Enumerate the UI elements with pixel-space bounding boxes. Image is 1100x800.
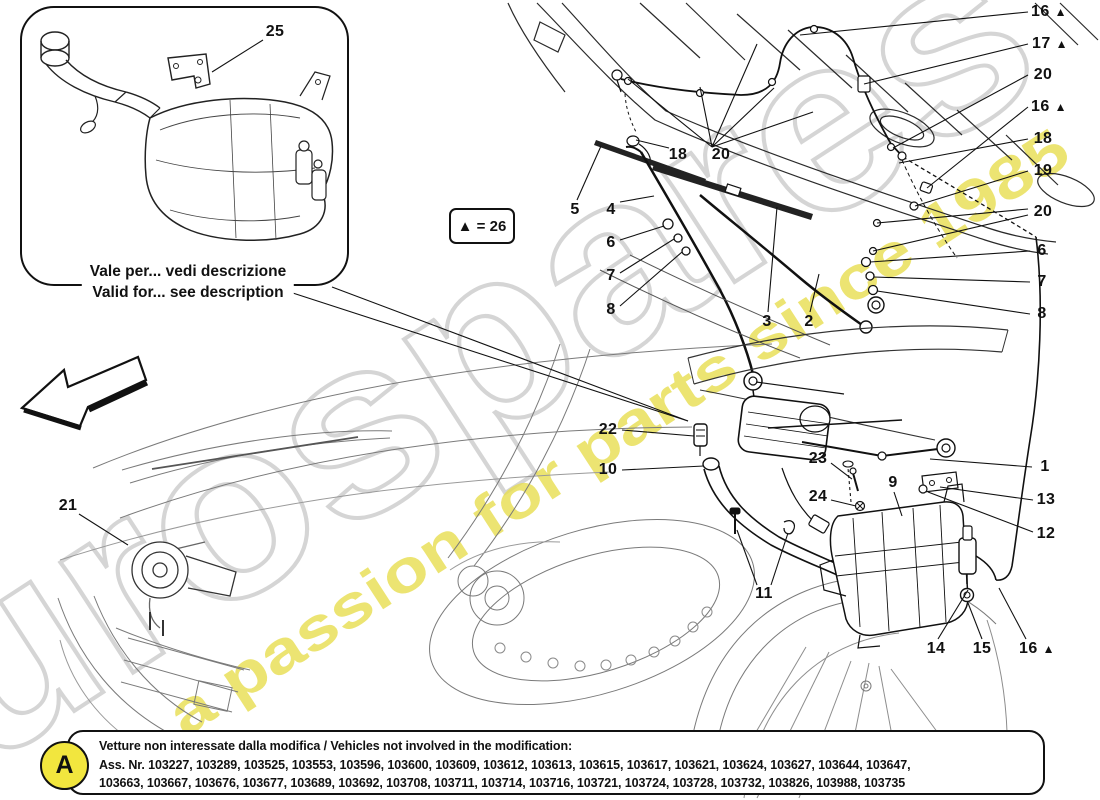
callout-20: 20	[1033, 203, 1053, 220]
wiper-motor-art	[687, 325, 1009, 586]
callout-17: 17▲	[1032, 35, 1068, 52]
callout-23: 23	[808, 450, 828, 467]
callout-10: 10	[598, 461, 618, 478]
callout-8: 8	[1037, 305, 1047, 322]
bonnet-art	[507, 2, 1099, 255]
triangle-marker-icon: ▲	[1055, 37, 1068, 51]
callout-8: 8	[606, 301, 616, 318]
footer-note-serials-1: Ass. Nr. 103227, 103289, 103525, 103553,…	[99, 757, 911, 772]
car-body-art	[57, 343, 1008, 799]
callout-1: 1	[1040, 458, 1050, 475]
callout-22: 22	[598, 421, 618, 438]
modification-badge: A	[40, 741, 89, 790]
callout-18: 18	[668, 146, 688, 163]
callout-11: 11	[755, 585, 773, 602]
inset-note-line-en: Valid for... see description	[92, 284, 284, 301]
inset-validity-note: Vale per... vedi descrizione Valid for..…	[81, 261, 295, 303]
callout-21: 21	[58, 497, 78, 514]
washer-bottle-art	[729, 460, 997, 649]
triangle-marker-icon: ▲	[1054, 100, 1067, 114]
washer-tubing-art	[611, 24, 1042, 581]
callout-6: 6	[606, 234, 616, 251]
modification-badge-letter: A	[55, 751, 74, 779]
callout-16: 16▲	[1019, 640, 1055, 657]
callout-24: 24	[808, 488, 828, 505]
callout-20: 20	[711, 146, 731, 163]
legend-box: ▲ = 26	[449, 208, 515, 244]
callout-5: 5	[570, 201, 580, 218]
triangle-marker-icon: ▲	[1054, 5, 1067, 19]
callout-13: 13	[1036, 491, 1056, 508]
footer-note-serials-2: 103663, 103667, 103676, 103677, 103689, …	[99, 776, 906, 790]
inset-note-line-it: Vale per... vedi descrizione	[89, 263, 287, 280]
callout-6: 6	[1037, 242, 1047, 259]
horn-art	[131, 541, 237, 636]
callout-25: 25	[265, 23, 285, 40]
callout-12: 12	[1036, 525, 1056, 542]
callout-16: 16▲	[1031, 98, 1067, 115]
callout-4: 4	[606, 201, 616, 218]
leader-lines	[78, 11, 1034, 640]
callout-7: 7	[1037, 273, 1047, 290]
callout-18: 18	[1033, 130, 1053, 147]
callout-9: 9	[888, 474, 898, 491]
callout-7: 7	[606, 267, 616, 284]
inset-reservoir-art	[40, 31, 334, 241]
callout-16: 16▲	[1031, 3, 1067, 20]
wiper-art	[594, 140, 885, 421]
callout-14: 14	[926, 640, 946, 657]
direction-arrow	[19, 355, 149, 431]
callout-20: 20	[1033, 66, 1053, 83]
inset-validity-box	[20, 6, 349, 286]
triangle-marker-icon: ▲	[1042, 642, 1055, 656]
footer-note-box: Vetture non interessate dalla modifica /…	[67, 730, 1045, 795]
callout-15: 15	[972, 640, 992, 657]
legend-text: ▲ = 26	[457, 217, 507, 235]
footer-note-title: Vetture non interessate dalla modifica /…	[99, 739, 573, 753]
callout-3: 3	[762, 313, 772, 330]
callout-19: 19	[1033, 162, 1053, 179]
callout-2: 2	[804, 313, 814, 330]
